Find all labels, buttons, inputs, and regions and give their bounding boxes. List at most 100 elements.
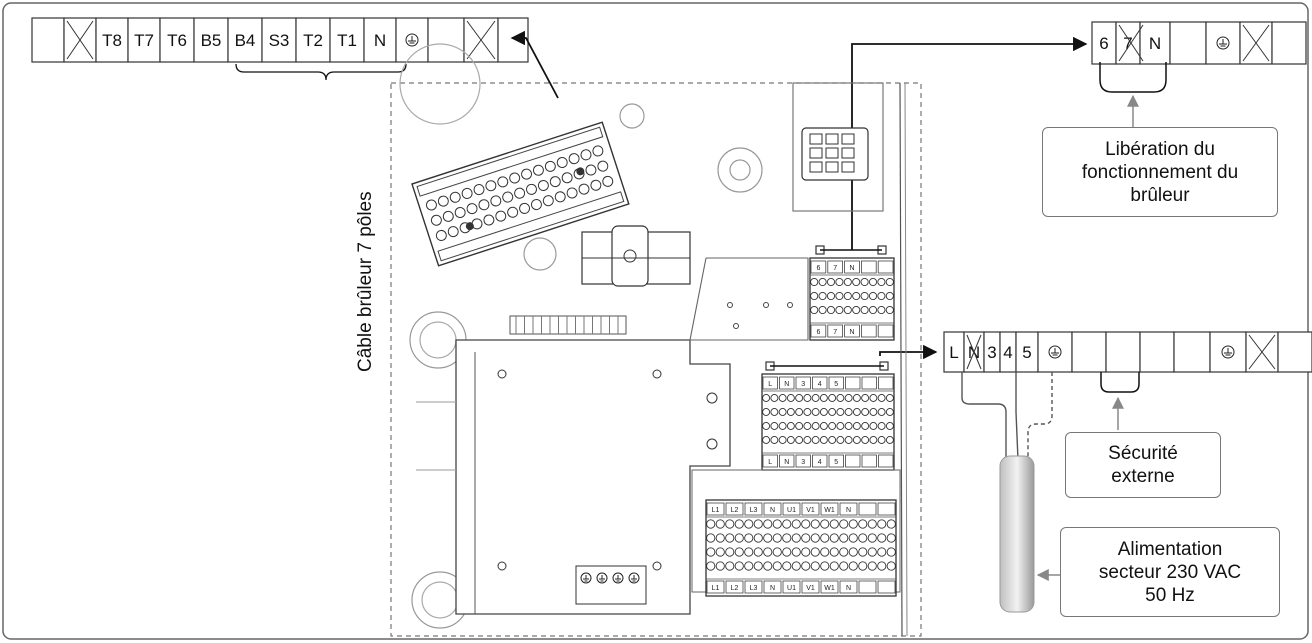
- top-strip-label-2: T8: [102, 31, 122, 50]
- plate-hole-3: [787, 302, 793, 308]
- block2-hole: [836, 408, 845, 416]
- block4-hole: [725, 519, 735, 529]
- power-cable: [999, 455, 1035, 613]
- slant-terminal-hole: [519, 202, 531, 214]
- block4-hole: [791, 533, 801, 543]
- slant-terminal-hole: [442, 210, 454, 222]
- top-strip-cell-12: [427, 17, 465, 63]
- block2-hole: [885, 394, 894, 402]
- block4-hole: [715, 533, 725, 543]
- block2-hole: [762, 408, 771, 416]
- block4-hole: [858, 547, 868, 557]
- block2-hole: [828, 394, 837, 402]
- right-top-strip-cell-4: [1205, 21, 1241, 65]
- top-strip-cell-6: B4: [227, 17, 263, 63]
- block4-hole: [782, 547, 792, 557]
- block4-hole: [772, 547, 782, 557]
- block4-hole: [706, 533, 716, 543]
- block2-top-label: 4: [818, 381, 822, 388]
- block4-hole: [725, 533, 735, 543]
- block4-hole: [706, 519, 716, 529]
- block2-hole: [786, 436, 795, 444]
- block2-hole: [819, 394, 828, 402]
- block2-bottom-label: 5: [834, 459, 838, 466]
- block2-hole: [844, 436, 853, 444]
- slant-terminal-hole: [478, 199, 490, 211]
- block1-hole: [877, 305, 886, 315]
- right-mid-strip-cell-11: [1245, 331, 1279, 373]
- block1-hole: [868, 305, 878, 315]
- block2-hole: [811, 422, 820, 430]
- right-mid-strip-cell-3: 4: [999, 331, 1017, 373]
- block2-hole: [861, 408, 870, 416]
- block4-hole: [734, 533, 744, 543]
- slant-terminal-hole: [554, 191, 566, 203]
- slant-terminal-hole: [532, 164, 544, 176]
- block4-hole: [839, 533, 849, 543]
- plug-housing: [792, 82, 884, 212]
- block1-hole: [868, 291, 878, 301]
- right-top-strip-cell-0: 6: [1091, 21, 1117, 65]
- right-mid-strip-cell-8: [1139, 331, 1175, 373]
- block1-bottom-label: 7: [833, 329, 837, 336]
- right-top-strip-cell-2: N: [1139, 21, 1171, 65]
- slant-terminal-hole: [597, 160, 609, 172]
- top-strip-label-3: T7: [134, 31, 154, 50]
- block2-hole: [770, 408, 779, 416]
- block4-top-label: V1: [806, 507, 815, 514]
- block4-bottom-label: U1: [787, 585, 796, 592]
- block2-hole: [770, 394, 779, 402]
- block4-hole: [810, 519, 820, 529]
- block2-hole: [803, 408, 812, 416]
- block4-hole: [763, 533, 773, 543]
- block4-hole: [753, 561, 763, 571]
- block2-hole: [795, 436, 804, 444]
- block4-hole: [763, 561, 773, 571]
- right-mid-strip-cell-2: 3: [983, 331, 1001, 373]
- block2-hole: [852, 422, 861, 430]
- block4-hole: [848, 561, 858, 571]
- block2-hole: [811, 394, 820, 402]
- right-top-strip-label-0: 6: [1099, 34, 1108, 53]
- top-strip-label-6: B4: [235, 31, 256, 50]
- block4-bottom-label: V1: [806, 585, 815, 592]
- block2-hole: [786, 394, 795, 402]
- block1-hole: [852, 277, 861, 287]
- burner-terminal-block: [411, 121, 630, 267]
- block2-bottom-label: 4: [818, 459, 822, 466]
- block2-hole: [803, 394, 812, 402]
- block4-bottom-label: L1: [712, 585, 720, 592]
- block2-top-label: N: [784, 381, 789, 388]
- block4-hole: [744, 519, 754, 529]
- slant-terminal-hole: [542, 195, 554, 207]
- slant-terminal-hole: [483, 214, 495, 226]
- block4-hole: [744, 561, 754, 571]
- block1-hole: [835, 277, 844, 287]
- block4-hole: [839, 561, 849, 571]
- right-top-strip-label-1: 7: [1123, 34, 1132, 53]
- block2-hole: [844, 422, 853, 430]
- block4-hole: [791, 561, 801, 571]
- block2-top-label: L: [768, 381, 772, 388]
- block4-bottom-label: N: [770, 585, 775, 592]
- block2-hole: [803, 422, 812, 430]
- brace-securite: [1100, 372, 1140, 393]
- block4-hole: [801, 561, 811, 571]
- block2-hole: [795, 422, 804, 430]
- block2-hole: [770, 436, 779, 444]
- top-strip-cell-8: T2: [295, 17, 331, 63]
- block4-hole: [734, 561, 744, 571]
- block4-hole: [772, 519, 782, 529]
- block2-hole: [811, 408, 820, 416]
- right-top-strip-cell-5: [1239, 21, 1273, 65]
- block4-hole: [858, 519, 868, 529]
- callout-securite: Sécurité externe: [1065, 432, 1221, 498]
- block2-hole: [778, 422, 787, 430]
- block1-top-label: 6: [816, 265, 820, 272]
- block4-hole: [877, 533, 887, 543]
- right-mid-strip-cell-9: [1173, 331, 1211, 373]
- block4-hole: [744, 533, 754, 543]
- block4-hole: [791, 547, 801, 557]
- brace-liberation: [1099, 62, 1167, 93]
